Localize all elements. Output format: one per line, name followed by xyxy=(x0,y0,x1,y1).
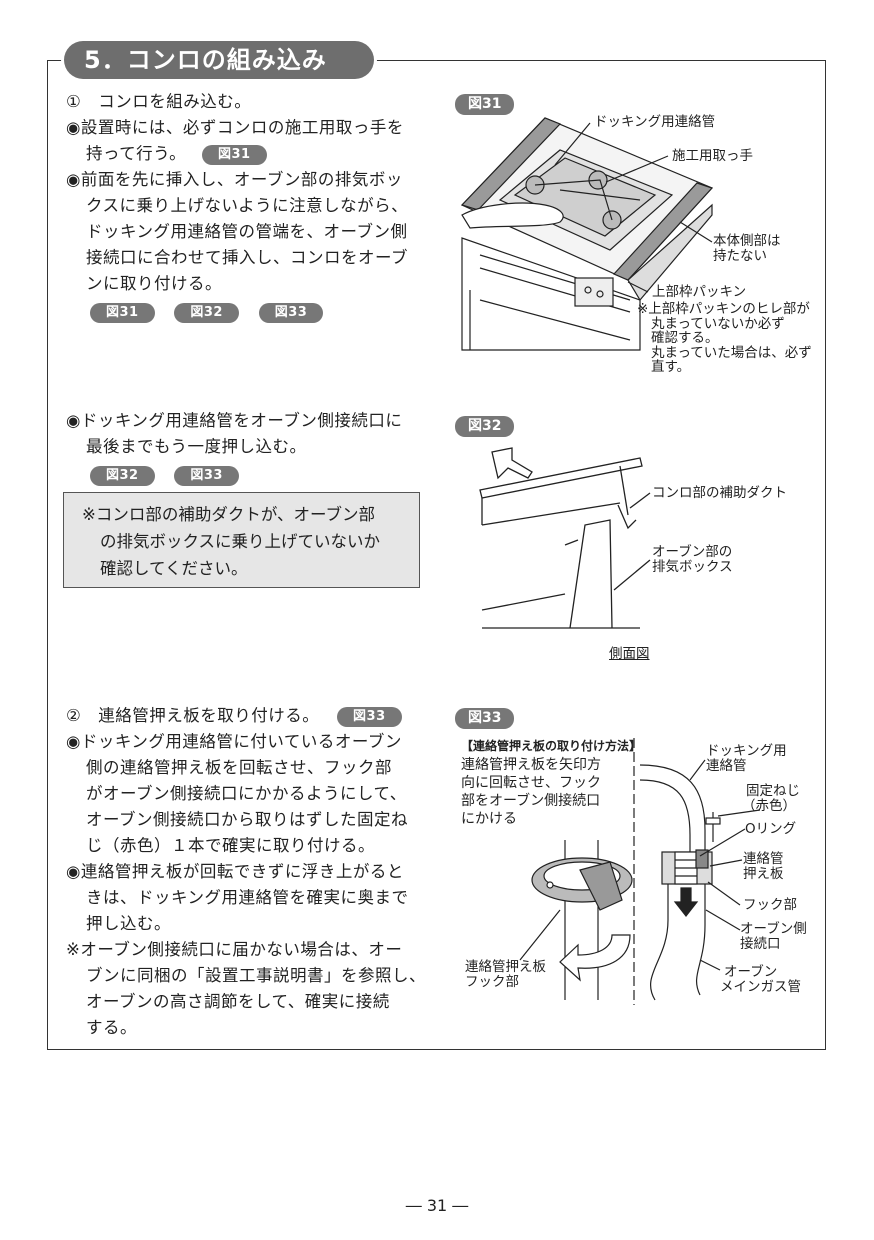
fig33-label-gas-line: オーブン xyxy=(724,964,778,980)
step1-bullet3-line: 最後までもう一度押し込む。 xyxy=(86,437,307,456)
fig33-method-line: 向に回転させ、フック xyxy=(461,775,601,791)
step1-bullet3-line: ◉ドッキング用連絡管をオーブン側接続口に xyxy=(66,411,403,430)
page-number: ― 31 ― xyxy=(405,1196,469,1215)
fig33-label-plate-line: 連絡管 xyxy=(743,851,784,867)
step2-bullet1-line: がオーブン側接続口にかかるようにして、 xyxy=(86,784,407,803)
fig33-label-plate-line: 押え板 xyxy=(743,866,784,882)
fig31-label-side: 本体側部は 持たない xyxy=(713,234,781,264)
step2-bullet2-line: ◉連絡管押え板が回転できずに浮き上がると xyxy=(66,862,404,881)
fig33-label-port-line: 接続口 xyxy=(740,936,781,952)
fig33-label-port: オーブン側 接続口 xyxy=(740,922,807,952)
fig31-label-side-line: 持たない xyxy=(713,248,767,264)
fig33-label-plate-hook-line: 連絡管押え板 xyxy=(465,959,546,975)
fig31-tag: 図31 xyxy=(455,94,515,115)
step2-bullet1-line: じ（赤色）１本で確実に取り付ける。 xyxy=(86,836,375,855)
fig33-label-screw-line: （赤色） xyxy=(742,798,796,814)
fig33-label-gas-line: メインガス管 xyxy=(720,979,801,995)
fig33-label-plate: 連絡管 押え板 xyxy=(743,852,784,882)
fig33-method-line: にかける xyxy=(461,811,517,827)
step2-heading-row: ② 連絡管押え板を取り付ける。 図33 xyxy=(66,703,426,729)
caution-note-line: の排気ボックスに乗り上げていないか xyxy=(100,532,381,551)
fig32-label-duct: コンロ部の補助ダクト xyxy=(652,485,787,501)
step2-bullet1-line: 側の連絡管押え板を回転させ、フック部 xyxy=(86,758,392,777)
fig31-packing-note-line: 確認する。 xyxy=(651,330,719,346)
step1-bullet2-line: クスに乗り上げないように注意しながら、 xyxy=(86,196,409,215)
fig33-label-port-line: オーブン側 xyxy=(740,921,807,937)
step2-note-line: ブンに同梱の「設置工事説明書」を参照し、 xyxy=(86,966,426,985)
fig31-ref-tag[interactable]: 図31 xyxy=(90,302,155,323)
step1-bullet2-tags: 図31 図32 図33 xyxy=(66,299,426,325)
fig33-method-title: 【連絡管押え板の取り付け方法】 xyxy=(461,739,642,753)
fig32-ref-tag[interactable]: 図32 xyxy=(174,302,239,323)
step2-note-line: ※オーブン側接続口に届かない場合は、オー xyxy=(66,940,403,959)
step1-bullet1-text: 持って行う。 xyxy=(86,144,187,163)
fig33-ref-tag[interactable]: 図33 xyxy=(258,302,324,323)
fig33-label-docking-line: 連絡管 xyxy=(706,758,747,774)
fig31-packing-note-line: 直す。 xyxy=(651,359,691,375)
fig33-label-plate-hook: 連絡管押え板 フック部 xyxy=(465,960,546,990)
caution-note-line: ※コンロ部の補助ダクトが、オーブン部 xyxy=(82,505,376,524)
step1-block: ① コンロを組み込む。 ◉設置時には、必ずコンロの施工用取っ手を 持って行う。 … xyxy=(66,89,426,325)
fig33-label-plate-hook-line: フック部 xyxy=(465,974,519,990)
step2-note-line: する。 xyxy=(86,1018,137,1037)
fig31-ref-tag[interactable]: 図31 xyxy=(201,144,267,165)
step1-bullet1-line: ◉設置時には、必ずコンロの施工用取っ手を xyxy=(66,118,404,137)
section-frame xyxy=(47,60,826,1050)
caution-note-line: 確認してください。 xyxy=(100,559,248,578)
fig31-packing-note-line: 丸まっていないか必ず xyxy=(651,315,785,332)
fig33-ref-tag[interactable]: 図33 xyxy=(174,465,239,486)
fig31-label-packing: 上部枠パッキン xyxy=(652,284,747,300)
fig33-tag: 図33 xyxy=(455,708,515,729)
fig33-label-docking: ドッキング用 連絡管 xyxy=(706,744,787,774)
step1-bullet2-line: 接続口に合わせて挿入し、コンロをオーブ xyxy=(86,248,409,267)
step1-bullet3-tags: 図32 図33 xyxy=(66,462,426,488)
fig32-label-exhaust-line: 排気ボックス xyxy=(652,559,733,575)
fig31-label-side-line: 本体側部は xyxy=(713,233,781,249)
step2-heading: ② 連絡管押え板を取り付ける。 xyxy=(66,706,320,725)
step1-bullet2-line: ◉前面を先に挿入し、オーブン部の排気ボッ xyxy=(66,170,403,189)
step2-bullet2-line: 押し込む。 xyxy=(86,914,171,933)
fig31-packing-note-line: ※上部枠パッキンのヒレ部が xyxy=(637,301,810,317)
fig33-label-screw-line: 固定ねじ xyxy=(746,783,800,799)
step2-note-line: オーブンの高さ調節をして、確実に接続 xyxy=(86,992,390,1011)
fig33-ref-tag[interactable]: 図33 xyxy=(337,706,402,727)
step2-bullet1-line: オーブン側接続口から取りはずした固定ね xyxy=(86,810,409,829)
fig31-label-handle: 施工用取っ手 xyxy=(672,148,753,164)
fig32-side-view-label: 側面図 xyxy=(609,646,650,662)
fig33-label-oring: Oリング xyxy=(745,821,797,837)
caution-note-box: ※コンロ部の補助ダクトが、オーブン部 の排気ボックスに乗り上げていないか 確認し… xyxy=(63,492,420,588)
step2-block: ② 連絡管押え板を取り付ける。 図33 ◉ドッキング用連絡管に付いているオーブン… xyxy=(66,703,426,1041)
fig33-label-docking-line: ドッキング用 xyxy=(706,743,787,759)
step1-bullet3: ◉ドッキング用連絡管をオーブン側接続口に 最後までもう一度押し込む。 図32 図… xyxy=(66,408,426,488)
section-title: 5．コンロの組み込み xyxy=(64,41,374,79)
fig31-packing-note: ※上部枠パッキンのヒレ部が 丸まっていないか必ず 確認する。 丸まっていた場合は… xyxy=(637,302,812,375)
step2-bullet1-line: ◉ドッキング用連絡管に付いているオーブン xyxy=(66,732,402,751)
fig32-label-exhaust-line: オーブン部の xyxy=(652,544,733,560)
fig33-label-screw: 固定ねじ （赤色） xyxy=(742,784,800,814)
fig32-ref-tag[interactable]: 図32 xyxy=(90,465,155,486)
fig33-label-hook: フック部 xyxy=(743,897,797,913)
fig33-method-line: 部をオーブン側接続口 xyxy=(461,793,601,809)
step1-bullet2-line: ンに取り付ける。 xyxy=(86,274,222,293)
fig32-tag: 図32 xyxy=(455,416,515,437)
fig31-packing-note-line: 丸まっていた場合は、必ず xyxy=(651,344,812,361)
step1-heading: ① コンロを組み込む。 xyxy=(66,92,252,111)
step1-bullet2-line: ドッキング用連絡管の管端を、オーブン側 xyxy=(86,222,408,241)
step2-bullet2-line: きは、ドッキング用連絡管を確実に奥まで xyxy=(86,888,409,907)
fig33-label-gas: オーブン メインガス管 xyxy=(720,965,801,995)
fig33-method-text: 連絡管押え板を矢印方 向に回転させ、フック 部をオーブン側接続口 にかける xyxy=(461,756,601,828)
step1-bullet1-line2: 持って行う。 図31 xyxy=(66,141,426,167)
fig31-label-docking-pipe: ドッキング用連絡管 xyxy=(594,114,716,130)
fig33-method-line: 連絡管押え板を矢印方 xyxy=(461,757,601,773)
fig32-label-exhaust: オーブン部の 排気ボックス xyxy=(652,545,733,575)
